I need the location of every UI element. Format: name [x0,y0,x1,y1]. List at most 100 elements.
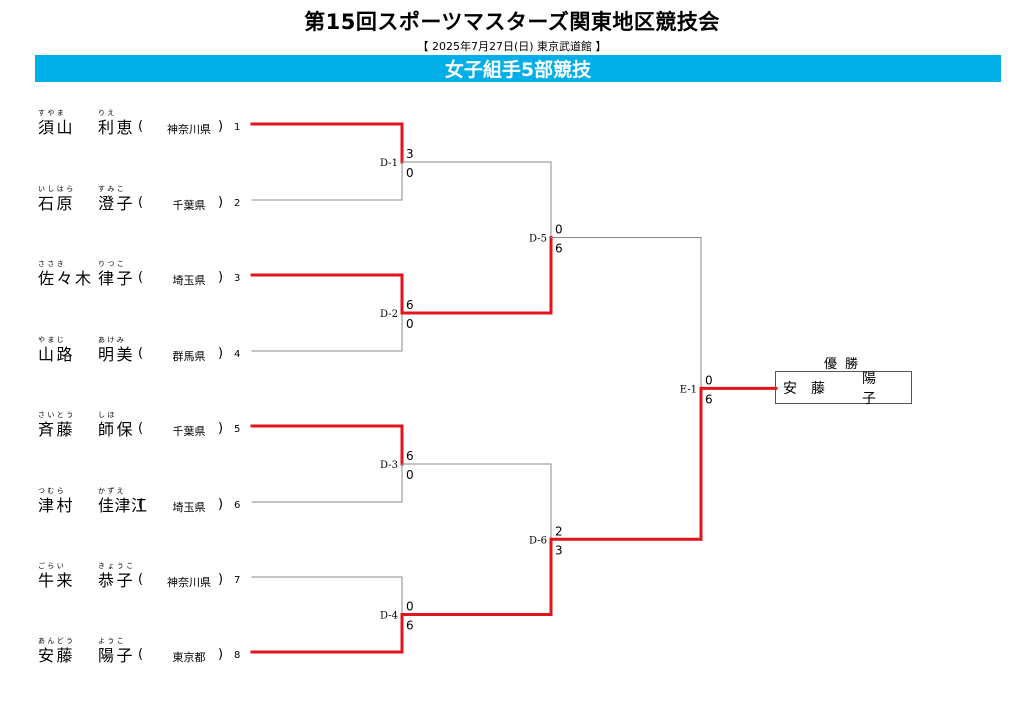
given-name-reading: りえ [98,109,117,117]
player-entry: ささき りつこ 佐々木 律子 ( 埼玉県 ) 3 [38,260,288,294]
player-surname: 斉藤 [38,420,76,439]
paren-open: ( [138,647,144,662]
player-prefecture: 群馬県 [172,350,206,363]
player-entry: すやま りえ 須山 利恵 ( 神奈川県 ) 1 [38,109,288,143]
match-score-top: 0 [705,373,713,387]
paren-close: ) [218,647,224,662]
paren-close: ) [218,421,224,436]
player-prefecture: 神奈川県 [167,123,211,136]
given-name-reading: かずえ [98,487,127,495]
match-score-top: 0 [555,223,563,237]
player-entry: ごらい きょうこ 牛来 恭子 ( 神奈川県 ) 7 [38,562,288,596]
player-entry: いしはら すみこ 石原 澄子 ( 千葉県 ) 2 [38,185,288,219]
player-prefecture: 東京都 [172,651,206,664]
match-score-top: 2 [555,524,563,538]
seed-number: 8 [234,650,241,661]
champion-box: 安藤 陽子 [775,371,912,407]
seed-number: 7 [234,575,241,586]
champion-surname: 安藤 [783,380,839,397]
surname-reading: さいとう [38,411,76,419]
paren-close: ) [218,497,224,512]
match-label: D-1 [380,158,398,169]
paren-open: ( [138,119,144,134]
event-name: 女子組手5部競技 [444,59,592,81]
paren-open: ( [138,195,144,210]
player-surname: 佐々木 [38,269,94,288]
player-given-name: 明美 [98,345,136,364]
paren-open: ( [138,270,144,285]
seed-number: 5 [234,424,241,435]
match-label: D-4 [380,611,398,622]
event-date-venue: 【 2025年7月27日(日) 東京武道館 】 [417,40,607,53]
player-entry: つむら かずえ 津村 佳津江 ( 埼玉県 ) 6 [38,487,288,521]
surname-reading: つむら [38,487,67,495]
match-score-bottom: 0 [406,317,414,331]
player-prefecture: 埼玉県 [172,274,206,287]
paren-open: ( [138,421,144,436]
player-prefecture: 埼玉県 [172,501,206,514]
surname-reading: ささき [38,260,67,268]
champion-title: 優勝 [823,357,866,372]
given-name-reading: すみこ [98,185,127,193]
player-surname: 須山 [38,118,76,137]
player-entry: あんどう ようこ 安藤 陽子 ( 東京都 ) 8 [38,637,288,671]
paren-close: ) [218,270,224,285]
paren-open: ( [138,346,144,361]
given-name-reading: ようこ [98,637,127,645]
player-surname: 石原 [38,194,76,213]
seed-number: 3 [234,273,241,284]
paren-open: ( [138,572,144,587]
player-entry: さいとう しほ 斉藤 師保 ( 千葉県 ) 5 [38,411,288,445]
seed-number: 2 [234,198,241,209]
player-given-name: 澄子 [98,194,136,213]
tournament-title: 第15回スポーツマスターズ関東地区競技会 [304,10,720,34]
match-score-top: 0 [406,600,414,614]
player-surname: 山路 [38,345,76,364]
champion-given-name: 陽子 [862,370,890,407]
match-score-top: 6 [406,449,414,463]
match-score-top: 3 [406,147,414,161]
match-label: D-3 [380,460,398,471]
seed-number: 6 [234,500,241,511]
surname-reading: やまじ [38,336,67,344]
player-prefecture: 千葉県 [172,199,206,212]
match-score-bottom: 6 [705,392,713,406]
player-prefecture: 千葉県 [172,425,206,438]
paren-open: ( [138,497,144,512]
match-score-bottom: 6 [406,619,414,633]
given-name-reading: りつこ [98,260,127,268]
match-label: D-5 [529,234,547,245]
given-name-reading: きょうこ [98,562,136,570]
match-score-bottom: 3 [555,543,563,557]
match-label: D-2 [380,309,398,320]
paren-close: ) [218,195,224,210]
paren-close: ) [218,572,224,587]
given-name-reading: あけみ [98,336,127,344]
event-banner: 女子組手5部競技 [35,55,1001,82]
match-score-bottom: 0 [406,166,414,180]
player-given-name: 陽子 [98,646,136,665]
given-name-reading: しほ [98,411,117,419]
match-score-bottom: 6 [555,242,563,256]
surname-reading: ごらい [38,562,67,570]
player-given-name: 師保 [98,420,136,439]
surname-reading: いしはら [38,185,76,193]
surname-reading: すやま [38,109,67,117]
player-surname: 津村 [38,496,76,515]
player-given-name: 利恵 [98,118,136,137]
player-given-name: 律子 [98,269,136,288]
player-surname: 安藤 [38,646,76,665]
match-label: D-6 [529,535,547,546]
player-given-name: 恭子 [98,571,136,590]
player-entry: やまじ あけみ 山路 明美 ( 群馬県 ) 4 [38,336,288,370]
paren-close: ) [218,119,224,134]
player-given-name: 佳津江 [98,496,148,515]
player-surname: 牛来 [38,571,76,590]
surname-reading: あんどう [38,637,76,645]
match-score-bottom: 0 [406,468,414,482]
seed-number: 4 [234,349,241,360]
seed-number: 1 [234,122,241,133]
player-prefecture: 神奈川県 [167,576,211,589]
paren-close: ) [218,346,224,361]
